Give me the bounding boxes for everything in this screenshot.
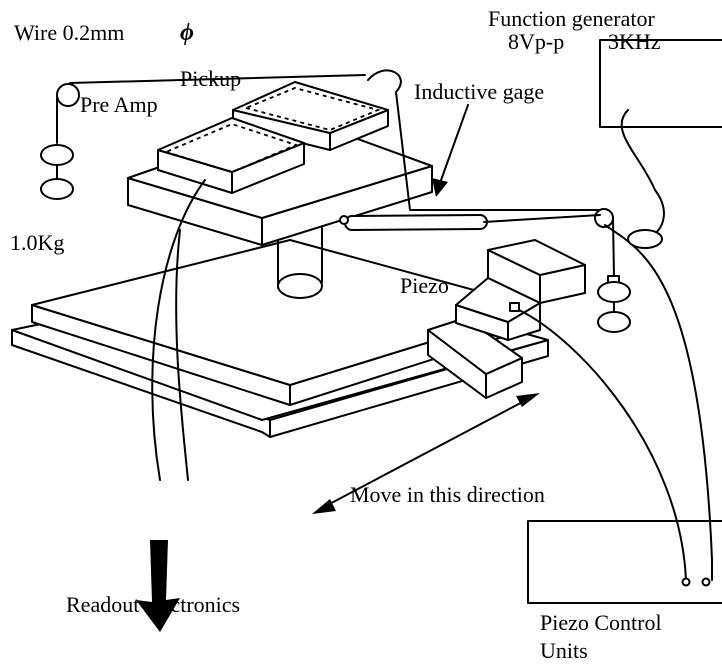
phi-symbol: ϕ [180,20,194,46]
function-generator-box [599,39,722,128]
terminal-left [681,577,691,587]
piezo-control-label: Piezo Control [540,610,662,635]
pickup-label: Pickup [180,66,242,91]
terminal-right [701,577,711,587]
piezo-block [455,239,586,341]
inductive-gage-arrow [432,104,469,197]
frequency-label: 3KHz [608,29,661,54]
readout-label: Readout electronics [66,592,241,617]
inductive-gage-rod [339,214,488,231]
pre-amp-label: Pre Amp [80,92,158,117]
move-direction-arrow [312,393,540,514]
pickup-box [232,81,389,151]
piezo-units-label: Units [540,638,588,663]
preamp-box [157,117,305,194]
support-cylinder [277,227,323,299]
inductive-gage-label: Inductive gage [414,79,545,104]
piezo-control-box [527,520,722,604]
piezo-beam [427,317,523,399]
voltage-label: 8Vp-p [508,29,565,54]
function-generator-label: Function generator [488,6,655,31]
weight-right [597,275,631,333]
wire-label: Wire 0.2mm [14,20,125,45]
move-direction-label: Move in this direction [350,482,545,507]
piezo-label: Piezo [400,273,449,298]
wire-loop [627,229,663,249]
weight-label: 1.0Kg [10,230,65,255]
wires [56,69,713,581]
readout-arrow [136,540,180,632]
weight-left [40,144,74,200]
